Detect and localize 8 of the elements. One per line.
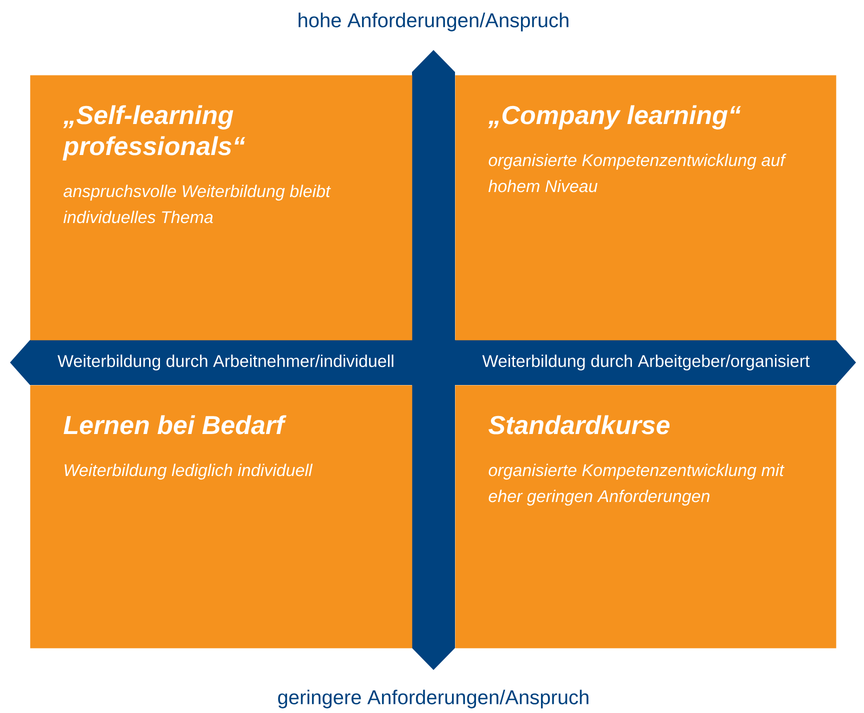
quadrant-box: „Self-learning professionals“ anspruchsvolle Weiterbildung bleibt individuelles Thema [30,75,412,340]
quadrant-box: „Company learning“ organisierte Kompetenzentwicklung auf hohem Niveau [455,75,836,340]
quadrant-box: Lernen bei Bedarf Weiterbildung lediglich individuell [30,385,412,648]
arrow-label: Weiterbildung durch Arbeitgeber/organisiert [482,354,810,370]
arrow-label: Weiterbildung durch Arbeitnehmer/individuell [58,354,394,370]
quadrant-box: Standardkurse organisierte Kompetenzentwicklung mit eher geringen Anforderungen [455,385,836,648]
axis-label: hohe Anforderungen/Anspruch [298,12,568,32]
axis-label: geringere Anforderungen/Anspruch [278,690,588,708]
